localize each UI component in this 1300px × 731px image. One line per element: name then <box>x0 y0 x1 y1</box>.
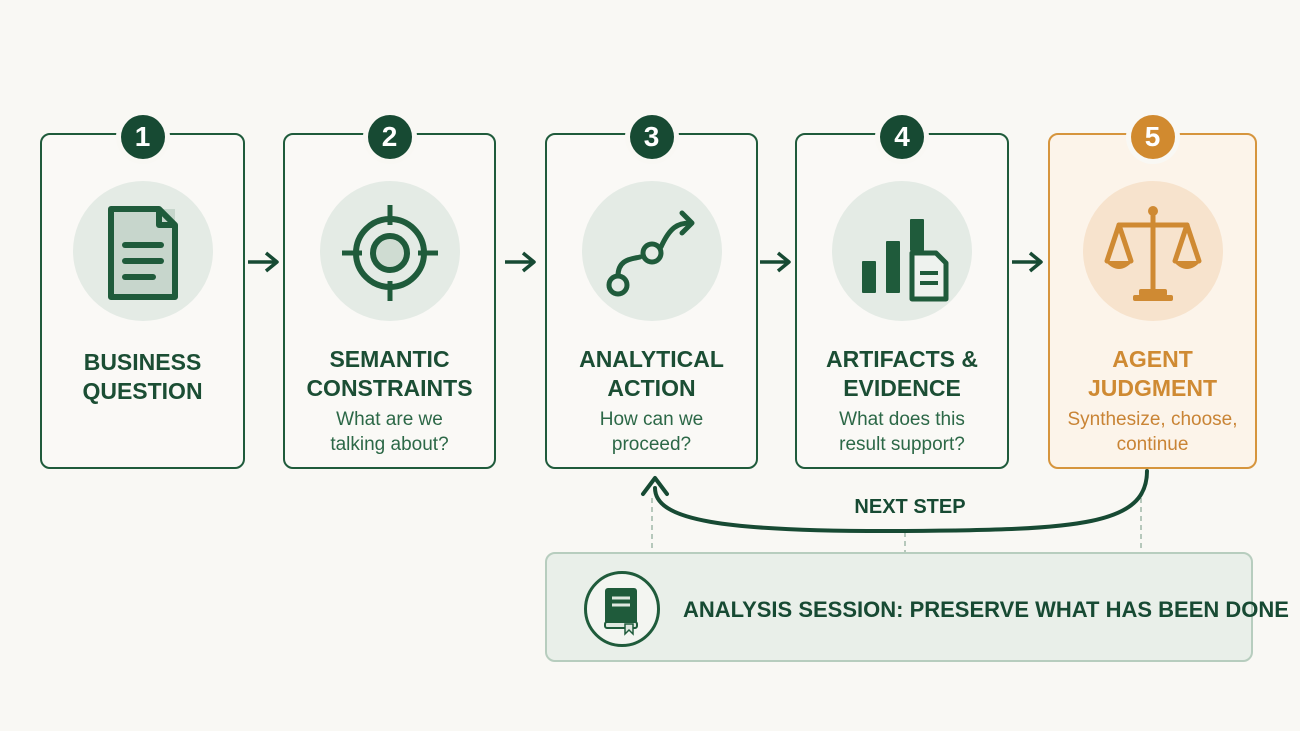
step-subtitle-line: talking about? <box>330 434 449 455</box>
step-subtitle-line: continue <box>1116 434 1189 455</box>
arrow-right-icon <box>1012 251 1043 273</box>
step-title-line: ANALYTICAL <box>579 346 724 372</box>
step-title-line: BUSINESS <box>83 349 202 375</box>
step-title-line: CONSTRAINTS <box>306 375 473 401</box>
step-subtitle: What does this result support? <box>805 407 999 457</box>
icon-background <box>832 181 972 321</box>
step-title-line: EVIDENCE <box>843 375 961 401</box>
step-title: AGENT JUDGMENT <box>1056 345 1249 403</box>
step-card-semantic-constraints: 2 SEMANTIC CONSTRAINTS What are we talki… <box>283 115 496 469</box>
step-card-business-question: 1 BUSINESS QUESTION <box>40 115 245 469</box>
icon-background <box>581 181 722 321</box>
step-title-line: QUESTION <box>82 378 203 404</box>
step-subtitle-line: result support? <box>839 434 965 455</box>
icon-background <box>319 181 460 321</box>
step-title: BUSINESS QUESTION <box>48 348 237 406</box>
step-title: ARTIFACTS & EVIDENCE <box>803 345 1001 403</box>
step-card-agent-judgment: 5 AGENT JUDGMENT <box>1048 115 1257 469</box>
step-title-line: ACTION <box>607 375 696 401</box>
step-subtitle-line: What does this <box>839 409 965 430</box>
step-subtitle: What are we talking about? <box>293 407 486 457</box>
step-number-badge: 3 <box>629 115 674 159</box>
step-subtitle: Synthesize, choose, continue <box>1058 407 1247 457</box>
step-title: ANALYTICAL ACTION <box>553 345 750 403</box>
step-number-badge: 1 <box>120 115 165 159</box>
scales-icon <box>1104 206 1201 301</box>
step-subtitle-line: Synthesize, choose, <box>1067 409 1238 430</box>
step-card-analytical-action: 3 ANALYTICAL ACTION How can we proceed? <box>545 115 758 469</box>
icon-background <box>1082 181 1223 321</box>
step-number-badge: 5 <box>1130 115 1175 159</box>
step-title-line: ARTIFACTS & <box>825 346 979 372</box>
step-number-badge: 4 <box>880 115 924 159</box>
document-icon <box>107 206 178 300</box>
session-text: ANALYSIS SESSION: PRESERVE WHAT HAS BEEN… <box>683 597 1289 622</box>
step-subtitle-line: What are we <box>336 409 443 430</box>
step-subtitle-line: proceed? <box>611 434 692 455</box>
step-title-line: AGENT <box>1112 346 1193 372</box>
step-card-artifacts-evidence: 4 ARTIFACTS & EVIDENCE What does this re… <box>795 115 1009 469</box>
book-icon-badge <box>584 571 660 647</box>
path-arrow-icon <box>606 210 694 297</box>
step-title-line: SEMANTIC <box>329 346 450 372</box>
analysis-session-banner: ANALYSIS SESSION: PRESERVE WHAT HAS BEEN… <box>545 552 1289 662</box>
book-icon <box>604 588 638 636</box>
step-title-line: JUDGMENT <box>1087 375 1218 401</box>
arrow-right-icon <box>505 251 536 273</box>
chart-document-icon <box>862 219 949 302</box>
next-step-label: NEXT STEP <box>854 496 966 518</box>
arrow-right-icon <box>760 251 791 273</box>
step-title: SEMANTIC CONSTRAINTS <box>291 345 488 403</box>
icon-background <box>72 181 213 321</box>
step-number-badge: 2 <box>367 115 412 159</box>
step-subtitle-line: How can we <box>599 409 704 430</box>
arrow-right-icon <box>248 251 279 273</box>
target-icon <box>341 205 438 301</box>
step-subtitle: How can we proceed? <box>555 407 748 457</box>
